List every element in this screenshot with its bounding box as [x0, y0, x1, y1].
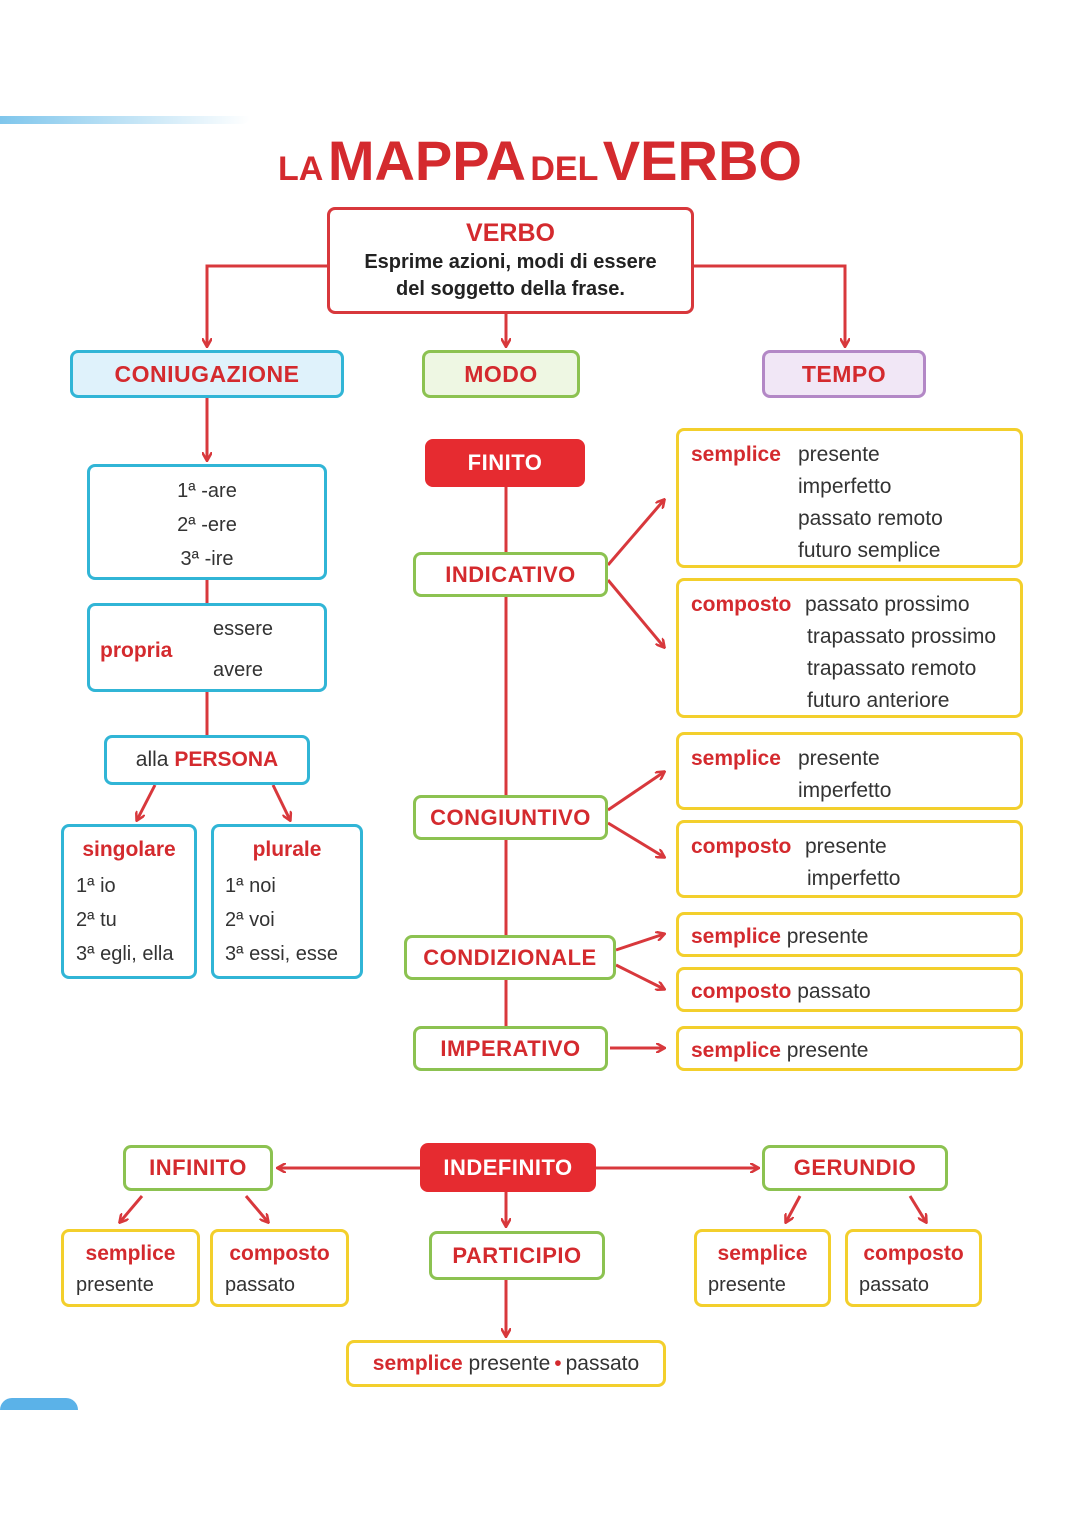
tense-item: presente: [786, 1039, 869, 1062]
tense-item: imperfetto: [798, 779, 892, 802]
tense-item: imperfetto: [807, 867, 901, 890]
avere-label: avere: [213, 659, 264, 681]
verbo-box: VERBO Esprime azioni, modi di essere del…: [327, 207, 694, 314]
gerundio-semplice-box: semplice presente: [694, 1229, 831, 1307]
indefinito-box: INDEFINITO: [420, 1143, 596, 1192]
congiuntivo-composto-box: composto presente imperfetto: [676, 820, 1023, 898]
tense-item: futuro semplice: [798, 539, 941, 562]
tense-item: presente: [468, 1351, 551, 1375]
essere-label: essere: [213, 618, 274, 640]
bottom-left-accent: [0, 1398, 78, 1410]
gerundio-box: GERUNDIO: [762, 1145, 948, 1191]
composto-label: composto: [691, 835, 792, 858]
title-la: LA: [278, 150, 324, 188]
semplice-label: semplice: [85, 1242, 176, 1265]
verbo-definition-2: del soggetto della frase.: [396, 278, 625, 300]
infinito-semplice-box: semplice presente: [61, 1229, 200, 1307]
verbo-label: VERBO: [466, 219, 555, 247]
title-del: DEL: [530, 150, 599, 188]
indicativo-semplice-box: semplice presente imperfetto passato rem…: [676, 428, 1023, 568]
semplice-label: semplice: [691, 747, 781, 770]
semplice-label: semplice: [691, 443, 781, 466]
coniugazione-box: CONIUGAZIONE: [70, 350, 344, 398]
ending-1: 1ª -are: [177, 480, 237, 502]
tense-item: passato: [565, 1351, 640, 1375]
propria-label: propria: [100, 639, 173, 662]
tense-item: presente: [786, 925, 869, 948]
tense-item: futuro anteriore: [807, 689, 950, 712]
participio-box: PARTICIPIO: [429, 1231, 605, 1280]
imperativo-semplice-box: semplice presente: [676, 1026, 1023, 1071]
tense-item: passato remoto: [798, 507, 943, 530]
tense-item: presente: [708, 1274, 786, 1296]
finito-box: FINITO: [425, 439, 585, 487]
composto-label: composto: [229, 1242, 330, 1265]
page-title: LA MAPPA DEL VERBO: [0, 128, 1080, 193]
tense-item: presente: [805, 835, 887, 858]
condizionale-semplice-box: semplice presente: [676, 912, 1023, 957]
ending-3: 3ª -ire: [180, 548, 234, 570]
plurale-item: 1ª noi: [225, 875, 276, 897]
persona-prefix: alla: [135, 748, 169, 771]
composto-label: composto: [691, 980, 792, 1003]
infinito-box: INFINITO: [123, 1145, 273, 1191]
modo-box: MODO: [422, 350, 580, 398]
tense-item: trapassato remoto: [807, 657, 977, 680]
participio-tempi-box: semplice presente•passato: [346, 1340, 666, 1387]
semplice-label: semplice: [717, 1242, 808, 1265]
congiuntivo-semplice-box: semplice presente imperfetto: [676, 732, 1023, 810]
plurale-item: 2ª voi: [225, 909, 275, 931]
semplice-label: semplice: [691, 925, 781, 948]
singolare-item: 1ª io: [76, 875, 116, 897]
tense-item: passato: [225, 1274, 296, 1296]
endings-box: 1ª -are 2ª -ere 3ª -ire: [87, 464, 327, 580]
persona-label: PERSONA: [174, 748, 279, 771]
singolare-item: 3ª egli, ella: [76, 943, 174, 965]
plurale-item: 3ª essi, esse: [225, 943, 339, 965]
indicativo-composto-box: composto passato prossimo trapassato pro…: [676, 578, 1023, 718]
persona-box: alla PERSONA: [104, 735, 310, 785]
tense-item: passato prossimo: [805, 593, 970, 616]
plurale-box: plurale 1ª noi 2ª voi 3ª essi, esse: [211, 824, 363, 979]
imperativo-box: IMPERATIVO: [413, 1026, 608, 1071]
plurale-label: plurale: [252, 838, 322, 861]
tense-item: passato: [797, 980, 871, 1003]
semplice-label: semplice: [372, 1351, 463, 1375]
semplice-label: semplice: [691, 1039, 781, 1062]
top-left-accent: [0, 116, 250, 124]
indicativo-box: INDICATIVO: [413, 552, 608, 597]
tense-item: trapassato prossimo: [807, 625, 997, 648]
singolare-label: singolare: [82, 838, 176, 861]
gerundio-composto-box: composto passato: [845, 1229, 982, 1307]
ending-2: 2ª -ere: [177, 514, 237, 536]
composto-label: composto: [863, 1242, 964, 1265]
condizionale-box: CONDIZIONALE: [404, 935, 616, 980]
composto-label: composto: [691, 593, 792, 616]
title-mappa: MAPPA: [327, 129, 526, 192]
tense-item: presente: [798, 443, 880, 466]
congiuntivo-box: CONGIUNTIVO: [413, 795, 608, 840]
singolare-item: 2ª tu: [76, 909, 117, 931]
condizionale-composto-box: composto passato: [676, 967, 1023, 1012]
singolare-box: singolare 1ª io 2ª tu 3ª egli, ella: [61, 824, 197, 979]
tense-item: presente: [798, 747, 880, 770]
tense-item: imperfetto: [798, 475, 892, 498]
verbo-definition-1: Esprime azioni, modi di essere: [364, 251, 657, 273]
tense-item: presente: [76, 1274, 154, 1296]
title-verbo: VERBO: [602, 129, 802, 192]
tempo-box: TEMPO: [762, 350, 926, 398]
separator-dot: •: [554, 1351, 562, 1375]
tense-item: passato: [859, 1274, 930, 1296]
propria-box: propria essere avere: [87, 603, 327, 692]
infinito-composto-box: composto passato: [210, 1229, 349, 1307]
